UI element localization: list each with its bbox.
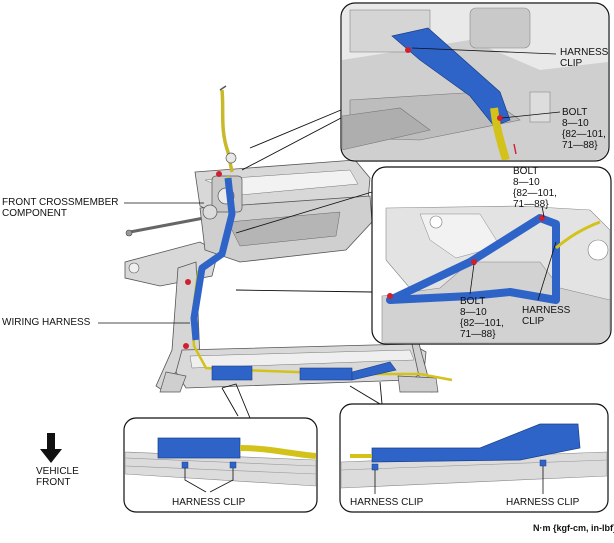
bolt-torque-label-top: BOLT 8—10 {82—101, 71—88}	[562, 107, 606, 151]
torque-nm-top: 8—10	[562, 118, 589, 129]
bolt-label-top: BOLT	[562, 107, 588, 118]
front-crossmember-label: FRONT CROSSMEMBER COMPONENT	[2, 197, 119, 219]
torque-inlbf-top: 71—88}	[562, 140, 598, 151]
torque-kgf-top: {82—101,	[562, 129, 606, 140]
harness-clip-label-bottom-left: HARNESS CLIP	[172, 497, 246, 508]
wiring-harness-label: WIRING HARNESS	[2, 317, 91, 328]
vehicle-front-line-2: FRONT	[36, 477, 71, 488]
torque-kgf-mid-upper: {82—101,	[513, 188, 557, 199]
vehicle-front-line-1: VEHICLE	[36, 466, 79, 477]
harness-clip-label-bottom-right-1: HARNESS CLIP	[350, 497, 424, 508]
units-note: N·m {kgf-cm, in-lbf}	[533, 523, 614, 533]
bolt-label-mid-upper: BOLT	[513, 166, 539, 177]
harness-clip-label-bottom-right-2: HARNESS CLIP	[506, 497, 580, 508]
harness-clip-top-line-2: CLIP	[560, 58, 583, 69]
detail-box-clip-right	[339, 403, 609, 513]
wiring-harness-drawing	[183, 171, 453, 382]
vehicle-front-arrow-icon	[40, 433, 62, 463]
harness-clip-mid-line-2: CLIP	[522, 316, 545, 327]
front-crossmember-line-2: COMPONENT	[2, 208, 67, 219]
front-crossmember-line-1: FRONT CROSSMEMBER	[2, 197, 119, 208]
harness-clip-label-mid: HARNESS CLIP	[522, 305, 570, 327]
front-crossmember-drawing	[124, 85, 439, 393]
torque-kgf-mid-lower: {82—101,	[460, 318, 504, 329]
torque-inlbf-mid-upper: 71—88}	[513, 199, 549, 210]
bolt-label-mid-lower: BOLT	[460, 296, 486, 307]
torque-nm-mid-upper: 8—10	[513, 177, 540, 188]
harness-clip-label-top: HARNESS CLIP	[560, 47, 608, 69]
bolt-torque-label-mid-lower: BOLT 8—10 {82—101, 71—88}	[460, 296, 504, 340]
bolt-torque-label-mid-upper: BOLT 8—10 {82—101, 71—88}	[513, 166, 557, 210]
harness-clip-mid-line-1: HARNESS	[522, 305, 571, 316]
left-leaders	[98, 202, 204, 324]
torque-nm-mid-lower: 8—10	[460, 307, 487, 318]
detail-box-steering	[340, 2, 610, 162]
harness-clip-top-line-1: HARNESS	[560, 47, 609, 58]
detail-box-crossmember	[371, 166, 612, 345]
vehicle-front-label: VEHICLE FRONT	[36, 466, 79, 488]
torque-inlbf-mid-lower: 71—88}	[460, 329, 496, 340]
detail-box-clip-left	[123, 417, 318, 513]
